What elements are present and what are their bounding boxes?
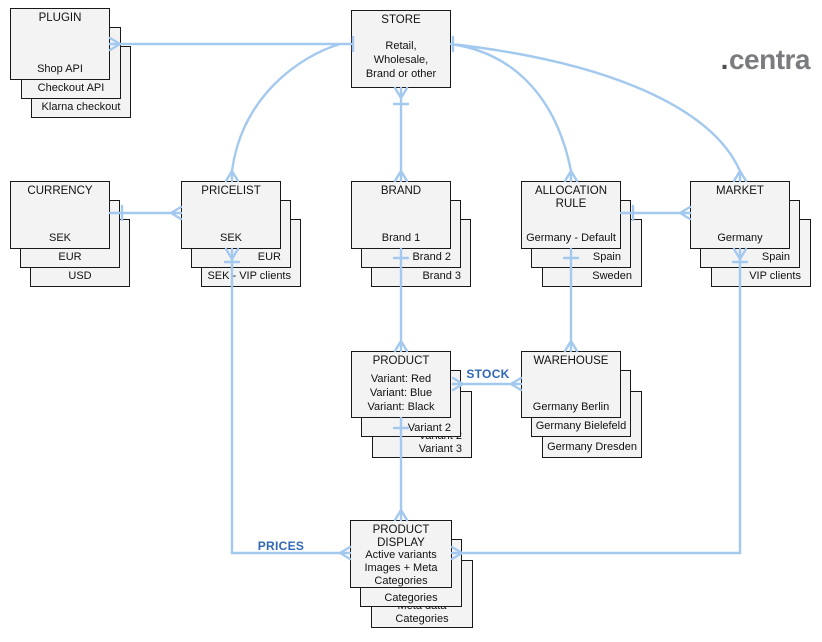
allocation-rule-stack-label: Sweden <box>592 270 632 282</box>
warehouse-title: WAREHOUSE <box>533 355 609 367</box>
pricelist-node: SEK - VIP clients EUR PRICELIST SEK <box>181 181 301 287</box>
edge-label-stock: STOCK <box>466 367 510 381</box>
content-line: Retail, <box>385 40 417 52</box>
brand-title: BRAND <box>380 185 422 197</box>
brand-stack-label: Brand 3 <box>422 270 461 282</box>
product-display-node: Meta dataCategoriesMeta dataCategoriesPR… <box>350 520 473 628</box>
market-stack-label: VIP clients <box>749 270 801 282</box>
connector-paths <box>108 35 749 561</box>
plugin-stack-label: Klarna checkout <box>41 101 121 113</box>
allocation-rule-title: ALLOCATION RULE <box>535 185 607 210</box>
allocation-rule-stack-label: Spain <box>592 251 621 263</box>
currency-stack-label: USD <box>68 270 92 282</box>
warehouse-label: Germany Berlin <box>532 401 610 413</box>
currency-node: USD EUR CURRENCY SEK <box>10 181 130 287</box>
brand-label: Brand 1 <box>381 232 421 244</box>
content-line: Variant: Blue <box>369 387 433 399</box>
product-title: PRODUCT <box>372 355 430 367</box>
plugin-title: PLUGIN <box>38 12 82 24</box>
logo-text: centra <box>728 44 811 75</box>
centra-logo: .centra <box>698 44 811 76</box>
stack-line: Variant 3 <box>418 443 462 455</box>
brand-box: BRAND Brand 1 <box>351 181 451 249</box>
logo-dot: . <box>720 44 729 75</box>
brand-stack-label: Brand 2 <box>412 251 451 263</box>
plugin-label: Shop API <box>37 63 83 75</box>
currency-title: CURRENCY <box>27 185 93 197</box>
stack-line: Categories <box>384 592 438 604</box>
warehouse-node: Germany Dresden Germany Bielefeld WAREHOUS… <box>521 351 642 458</box>
content-line: Brand or other <box>365 68 437 80</box>
brand-node: Brand 3 Brand 2 BRAND Brand 1 <box>351 181 471 287</box>
store-title: STORE <box>381 14 421 26</box>
content-line: Variant: Red <box>370 373 432 385</box>
edge-label-prices: PRICES <box>257 539 305 553</box>
pricelist-stack-label: EUR <box>257 251 281 263</box>
warehouse-box: WAREHOUSE Germany Berlin <box>521 351 621 418</box>
market-title: MARKET <box>716 185 764 197</box>
stack-line: Variant 2 <box>407 422 451 434</box>
allocation-rule-node: Sweden Spain ALLOCATION RULE Germany - Defa… <box>521 181 642 287</box>
currency-label: SEK <box>48 232 71 244</box>
currency-box: CURRENCY SEK <box>10 181 110 249</box>
content-line: Wholesale, <box>373 54 429 66</box>
stack-line: Categories <box>395 613 449 625</box>
market-box: MARKET Germany <box>690 181 790 249</box>
warehouse-stack-label: Germany Dresden <box>547 441 637 453</box>
plugin-box: PLUGIN Shop API <box>10 8 110 80</box>
store-content: Retail, Wholesale, Brand or other <box>352 39 450 81</box>
currency-stack-label: EUR <box>58 251 82 263</box>
market-label: Germany <box>717 232 763 244</box>
pricelist-title: PRICELIST <box>201 185 261 197</box>
product-display-title: PRODUCT DISPLAY <box>372 524 430 549</box>
store-node: STORE Retail, Wholesale, Brand or other <box>351 10 451 88</box>
content-line: Variant: Black <box>367 401 435 413</box>
pricelist-box: PRICELIST SEK <box>181 181 281 249</box>
pricelist-label: SEK <box>219 232 242 244</box>
allocation-rule-label: Germany - Default <box>526 232 616 244</box>
pricelist-stack-label: SEK - VIP clients <box>207 270 291 282</box>
allocation-rule-box: ALLOCATION RULE Germany - Default <box>521 181 621 249</box>
warehouse-stack-label: Germany Bielefeld <box>535 420 627 432</box>
content-line: Images + Meta <box>364 562 438 574</box>
market-stack-label: Spain <box>761 251 790 263</box>
plugin-stack-label: Checkout API <box>37 82 105 94</box>
content-line: Active variants <box>365 549 437 561</box>
plugin-node: Klarna checkout Checkout API PLUGIN Shop AP… <box>10 8 131 118</box>
content-line: Categories <box>374 575 428 587</box>
store-box: STORE Retail, Wholesale, Brand or other <box>351 10 451 88</box>
market-node: VIP clients Spain MARKET Germany <box>690 181 811 287</box>
